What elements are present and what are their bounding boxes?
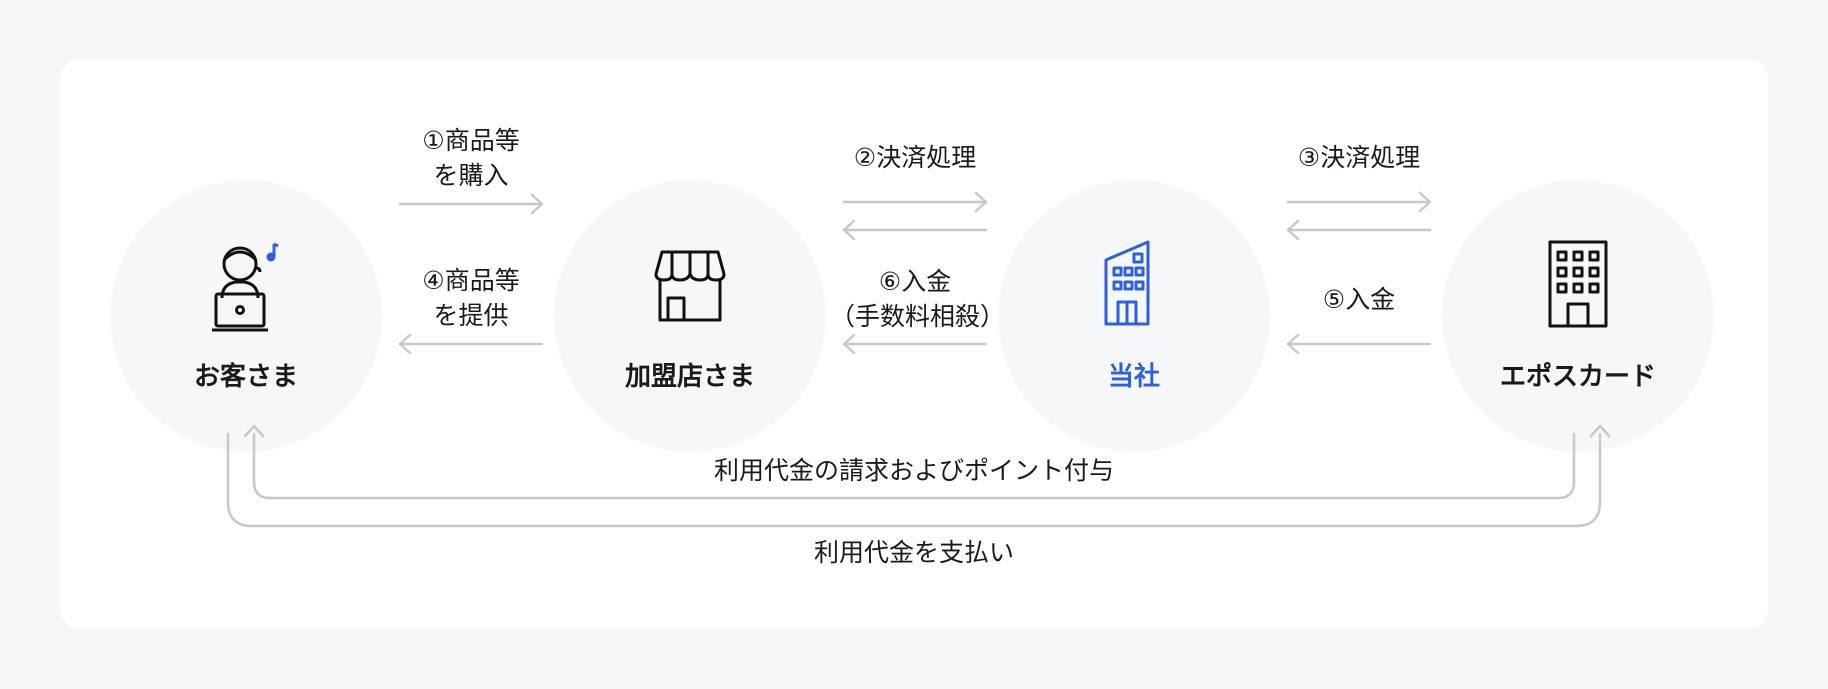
building-icon [1548,240,1608,328]
flow-diagram-card: お客さま 加盟店さま 当社 [60,60,1768,628]
office-building-icon [1104,240,1150,326]
node-label-epos: エポスカード [1499,362,1656,392]
flow-label-billing: 利用代金の請求およびポイント付与 [713,456,1114,485]
flow-label-step2: ②決済処理 [853,143,977,172]
flow-label-step6: ⑥入金 （手数料相殺） [830,267,1006,331]
arrow-payment [226,432,1602,528]
node-epos: エポスカード [1442,180,1714,452]
flow-label-step4: ④商品等 を提供 [422,266,520,330]
flow-label-payment: 利用代金を支払い [813,538,1014,567]
node-label-customer: お客さま [193,362,298,392]
storefront-icon [654,250,726,322]
arrow-billing [252,432,1576,500]
flow-arrows [226,191,1611,528]
node-label-company: 当社 [1107,362,1160,392]
node-merchant: 加盟店さま [554,180,826,452]
flow-label-step5: ⑤入金 [1322,285,1396,314]
node-customer: お客さま [110,180,382,452]
flow-label-step3: ③決済処理 [1297,143,1421,172]
customer-laptop-icon [212,242,279,332]
node-company: 当社 [998,180,1270,452]
flow-label-step1: ①商品等 を購入 [422,126,520,190]
node-label-merchant: 加盟店さま [624,362,755,392]
